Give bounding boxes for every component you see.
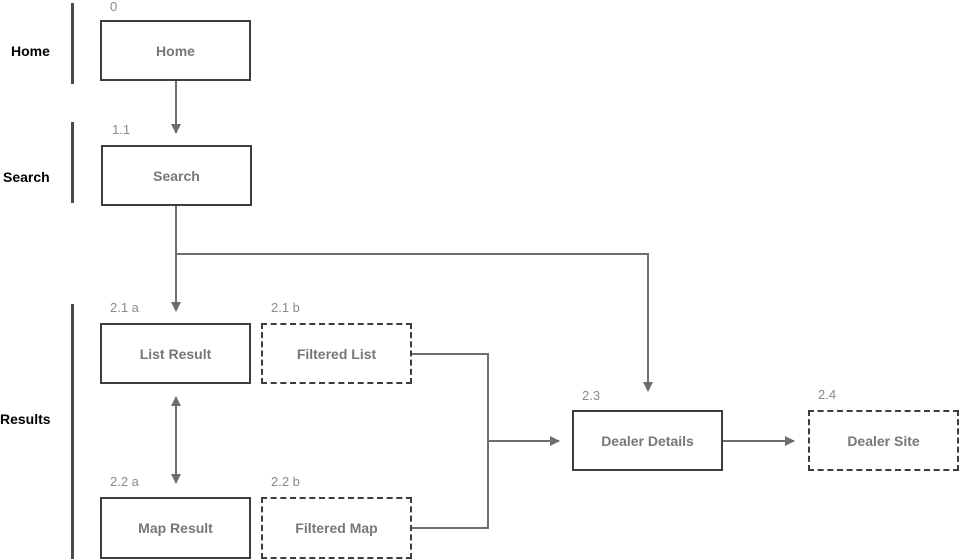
node-label-filtered-list: Filtered List xyxy=(296,345,377,362)
node-dealer-site[interactable]: Dealer Site xyxy=(808,410,959,471)
node-map-result[interactable]: Map Result xyxy=(100,497,251,559)
node-id-list-result: 2.1 a xyxy=(110,300,139,315)
section-bar-search xyxy=(71,122,74,203)
node-label-filtered-map: Filtered Map xyxy=(295,520,378,536)
section-label-home: Home xyxy=(11,43,50,59)
edge-filtered-list-to-merge xyxy=(412,353,489,529)
node-list-result[interactable]: List Result xyxy=(100,323,251,384)
node-search[interactable]: Search xyxy=(101,145,252,206)
node-id-map-result: 2.2 a xyxy=(110,474,139,489)
node-label-search: Search xyxy=(153,167,200,184)
node-id-filtered-list: 2.1 b xyxy=(271,300,300,315)
node-label-dealer-details: Dealer Details xyxy=(601,432,694,449)
edge-search-to-dealer-details xyxy=(176,253,653,392)
node-label-map-result: Map Result xyxy=(138,520,213,536)
node-id-dealer-details: 2.3 xyxy=(582,388,601,403)
node-filtered-list[interactable]: Filtered List xyxy=(261,323,412,384)
node-label-dealer-site: Dealer Site xyxy=(847,432,920,449)
node-home[interactable]: Home xyxy=(100,20,251,81)
section-bar-results xyxy=(71,304,74,559)
node-id-search: 1.1 xyxy=(112,122,131,137)
node-filtered-map[interactable]: Filtered Map xyxy=(261,497,412,559)
section-label-search: Search xyxy=(3,169,50,185)
node-id-filtered-map: 2.2 b xyxy=(271,474,300,489)
node-label-home: Home xyxy=(156,42,195,59)
section-label-results: Results xyxy=(0,411,51,427)
section-bar-home xyxy=(71,3,74,84)
node-label-list-result: List Result xyxy=(139,345,212,362)
node-id-dealer-site: 2.4 xyxy=(818,387,837,402)
node-dealer-details[interactable]: Dealer Details xyxy=(572,410,723,471)
node-id-home: 0 xyxy=(110,0,118,14)
